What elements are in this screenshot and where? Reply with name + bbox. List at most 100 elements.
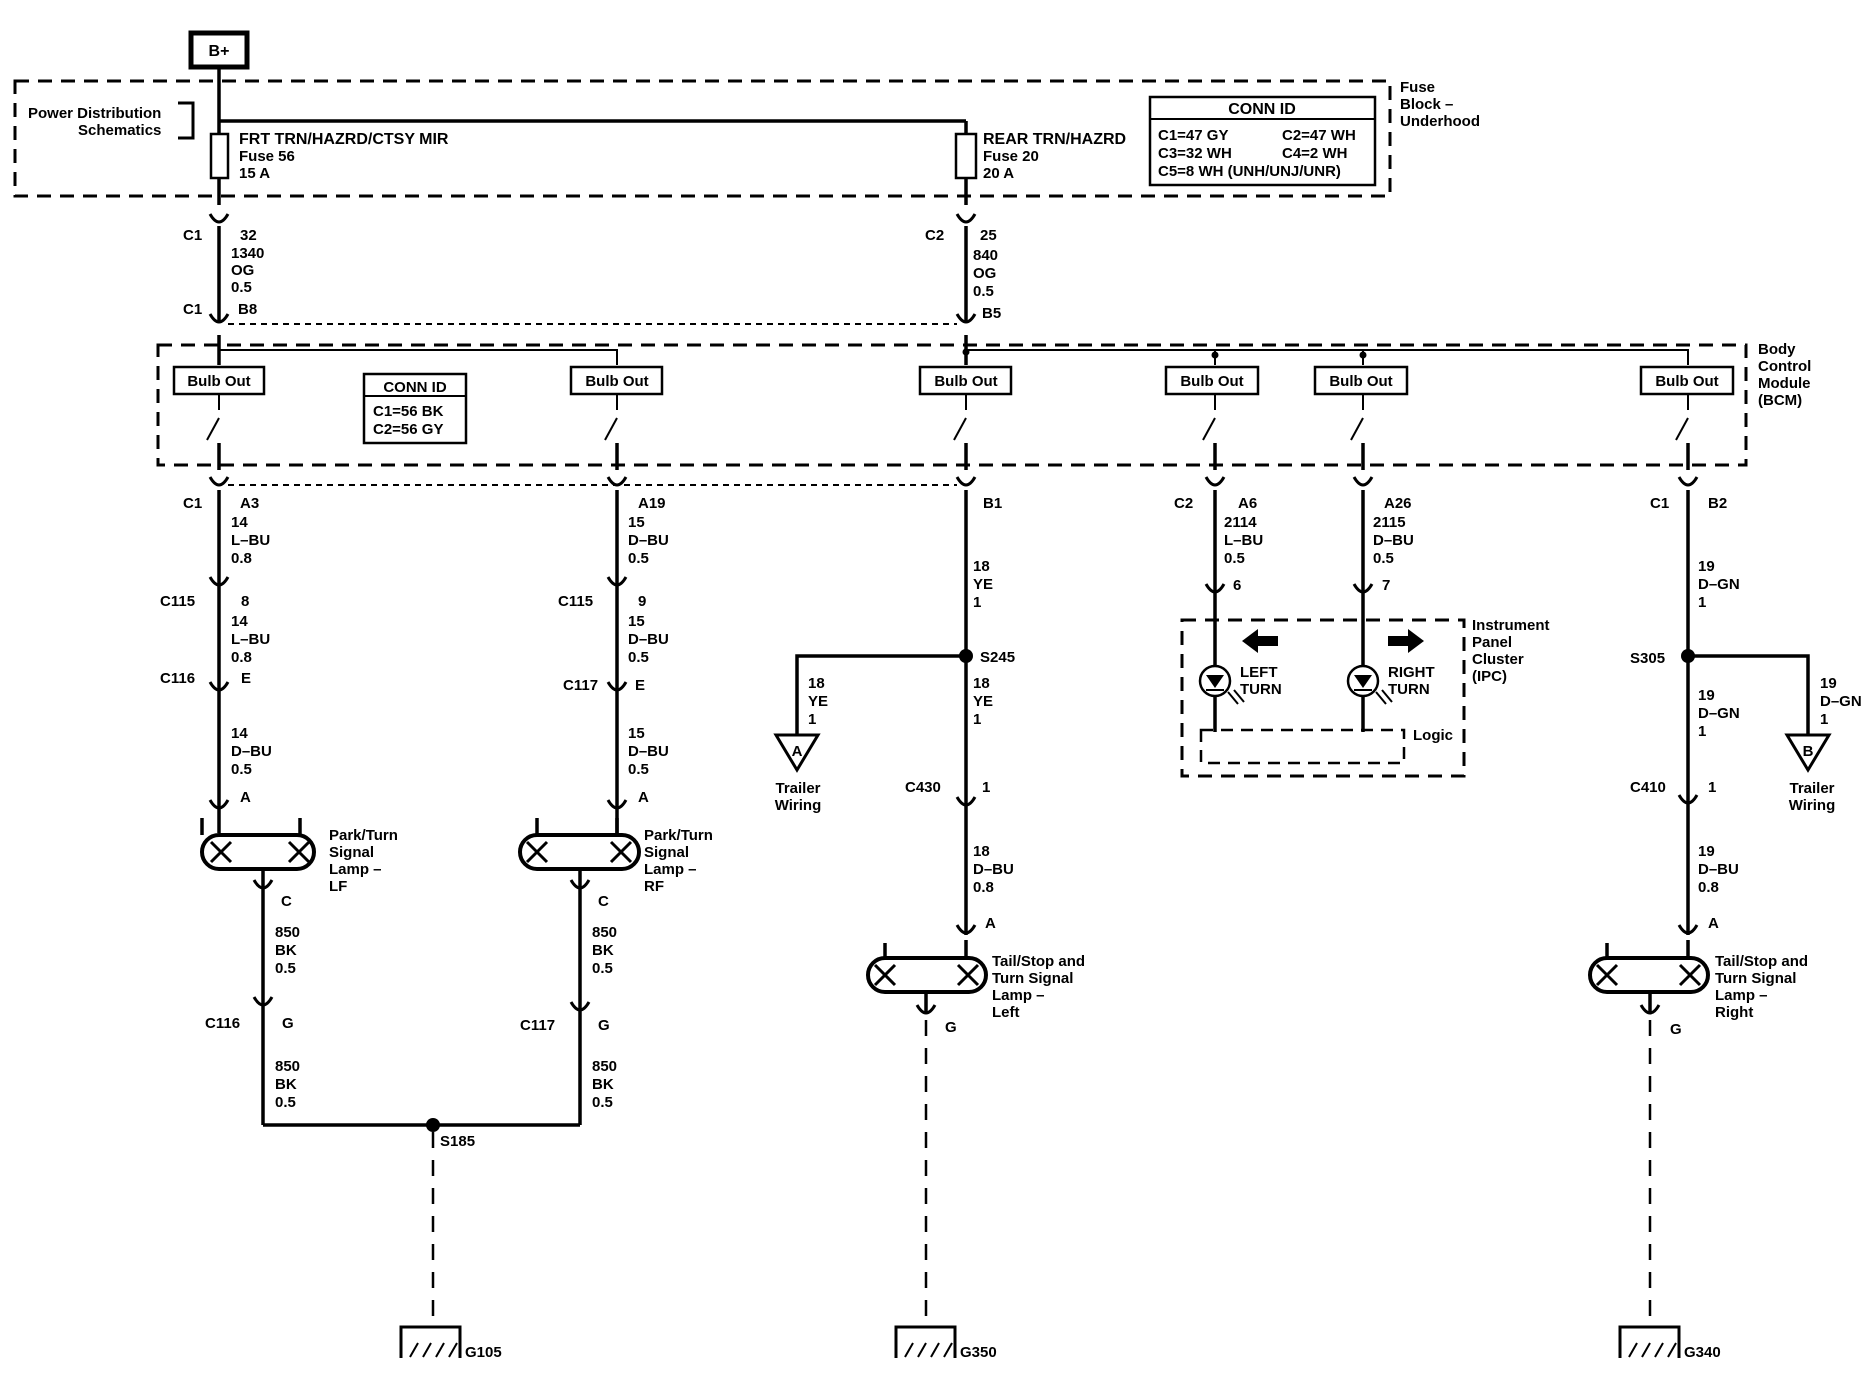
svg-text:Tail/Stop and: Tail/Stop and [1715, 953, 1808, 970]
svg-text:0.8: 0.8 [231, 550, 252, 567]
svg-text:Park/Turn: Park/Turn [329, 827, 398, 844]
svg-text:A: A [240, 789, 251, 806]
fuse-block-underhood: Fuse Block – Underhood Power Distributio… [13, 79, 1480, 205]
svg-text:TURN: TURN [1240, 681, 1282, 698]
lf-branch: C1 A3 14 L–BU 0.8 C115 8 14 L–BU 0.8 C11… [160, 475, 398, 1125]
svg-text:D–BU: D–BU [231, 743, 272, 760]
svg-text:0.5: 0.5 [592, 1094, 613, 1111]
svg-text:S185: S185 [440, 1133, 475, 1150]
svg-text:A6: A6 [1238, 495, 1257, 512]
svg-text:B1: B1 [983, 495, 1002, 512]
svg-text:Lamp –: Lamp – [329, 861, 382, 878]
svg-text:L–BU: L–BU [231, 532, 270, 549]
svg-text:1: 1 [808, 711, 816, 728]
svg-text:C2: C2 [925, 227, 944, 244]
svg-text:S305: S305 [1630, 650, 1665, 667]
svg-text:Panel: Panel [1472, 634, 1512, 651]
svg-text:L–BU: L–BU [231, 631, 270, 648]
svg-text:C1: C1 [183, 301, 202, 318]
svg-text:18: 18 [973, 558, 990, 575]
svg-text:G350: G350 [960, 1344, 997, 1361]
svg-text:D–GN: D–GN [1820, 693, 1862, 710]
svg-text:0.5: 0.5 [275, 960, 296, 977]
bcm-conn-id: CONN ID C1=56 BK C2=56 GY [362, 372, 468, 445]
svg-text:A: A [792, 743, 803, 760]
svg-text:D–GN: D–GN [1698, 705, 1740, 722]
svg-text:Bulb Out: Bulb Out [1180, 373, 1243, 390]
svg-text:D–BU: D–BU [973, 861, 1014, 878]
svg-text:C1: C1 [183, 495, 202, 512]
svg-text:D–GN: D–GN [1698, 576, 1740, 593]
power-dist-label-2: Schematics [78, 122, 161, 139]
svg-text:6: 6 [1233, 577, 1241, 594]
svg-text:850: 850 [592, 1058, 617, 1075]
fuse-56 [209, 132, 230, 180]
svg-text:C410: C410 [1630, 779, 1666, 796]
svg-text:14: 14 [231, 514, 248, 531]
bulb-out-lf: Bulb Out [172, 365, 266, 470]
svg-text:E: E [635, 677, 645, 694]
svg-text:0.8: 0.8 [1698, 879, 1719, 896]
svg-text:Signal: Signal [644, 844, 689, 861]
svg-text:1: 1 [1820, 711, 1828, 728]
svg-text:0.5: 0.5 [275, 1094, 296, 1111]
svg-text:C116: C116 [205, 1015, 240, 1032]
svg-text:1: 1 [973, 594, 981, 611]
svg-text:A26: A26 [1384, 495, 1412, 512]
svg-text:Park/Turn: Park/Turn [644, 827, 713, 844]
bulb-out-ipc-left: Bulb Out [1164, 365, 1260, 470]
svg-text:Right: Right [1715, 1004, 1753, 1021]
svg-text:Bulb Out: Bulb Out [1329, 373, 1392, 390]
svg-text:CONN ID: CONN ID [383, 379, 447, 396]
trailer-wiring-b-arrow: B [1784, 733, 1832, 773]
svg-text:0.5: 0.5 [628, 550, 649, 567]
left-arrow-icon [1242, 629, 1278, 653]
svg-text:A: A [985, 915, 996, 932]
svg-text:C: C [598, 893, 609, 910]
fuse-right-amps: 20 A [983, 165, 1014, 182]
svg-text:0.5: 0.5 [628, 761, 649, 778]
svg-text:YE: YE [973, 576, 993, 593]
svg-text:D–BU: D–BU [1373, 532, 1414, 549]
svg-text:C2: C2 [1174, 495, 1193, 512]
bulb-out-lr: Bulb Out [918, 365, 1013, 470]
svg-text:G: G [598, 1017, 610, 1034]
park-turn-lamp-rf [518, 815, 641, 871]
svg-text:D–BU: D–BU [1698, 861, 1739, 878]
svg-text:A3: A3 [240, 495, 259, 512]
svg-text:Control: Control [1758, 358, 1811, 375]
svg-text:Trailer: Trailer [775, 780, 820, 797]
svg-text:OG: OG [973, 265, 996, 282]
svg-text:G105: G105 [465, 1344, 502, 1361]
park-turn-lamp-lf [200, 815, 316, 871]
svg-text:32: 32 [240, 227, 257, 244]
svg-text:C116: C116 [160, 670, 195, 687]
svg-text:C430: C430 [905, 779, 941, 796]
bplus-label: B+ [209, 43, 230, 60]
svg-text:19: 19 [1698, 687, 1715, 704]
svg-text:(IPC): (IPC) [1472, 668, 1507, 685]
splice-s185 [426, 1118, 440, 1132]
rf-branch: A19 15 D–BU 0.5 C115 9 15 D–BU 0.5 C117 … [518, 475, 713, 1125]
svg-text:BK: BK [275, 1076, 297, 1093]
svg-text:1: 1 [1708, 779, 1716, 796]
svg-text:C3=32 WH: C3=32 WH [1158, 145, 1232, 162]
svg-text:8: 8 [241, 593, 249, 610]
bulb-out-ipc-right: Bulb Out [1313, 365, 1409, 470]
svg-text:1: 1 [1698, 723, 1706, 740]
svg-text:C: C [281, 893, 292, 910]
svg-text:C117: C117 [520, 1017, 555, 1034]
fuse-block-title-3: Underhood [1400, 113, 1480, 130]
svg-text:(BCM): (BCM) [1758, 392, 1802, 409]
svg-text:G: G [1670, 1021, 1682, 1038]
svg-text:Trailer: Trailer [1789, 780, 1834, 797]
fuse-right-number: Fuse 20 [983, 148, 1039, 165]
svg-text:Bulb Out: Bulb Out [1655, 373, 1718, 390]
fuse-block-title-1: Fuse [1400, 79, 1435, 96]
svg-text:C2=47 WH: C2=47 WH [1282, 127, 1356, 144]
svg-text:Signal: Signal [329, 844, 374, 861]
svg-text:0.5: 0.5 [592, 960, 613, 977]
svg-text:15: 15 [628, 613, 645, 630]
svg-text:850: 850 [592, 924, 617, 941]
svg-text:19: 19 [1698, 843, 1715, 860]
